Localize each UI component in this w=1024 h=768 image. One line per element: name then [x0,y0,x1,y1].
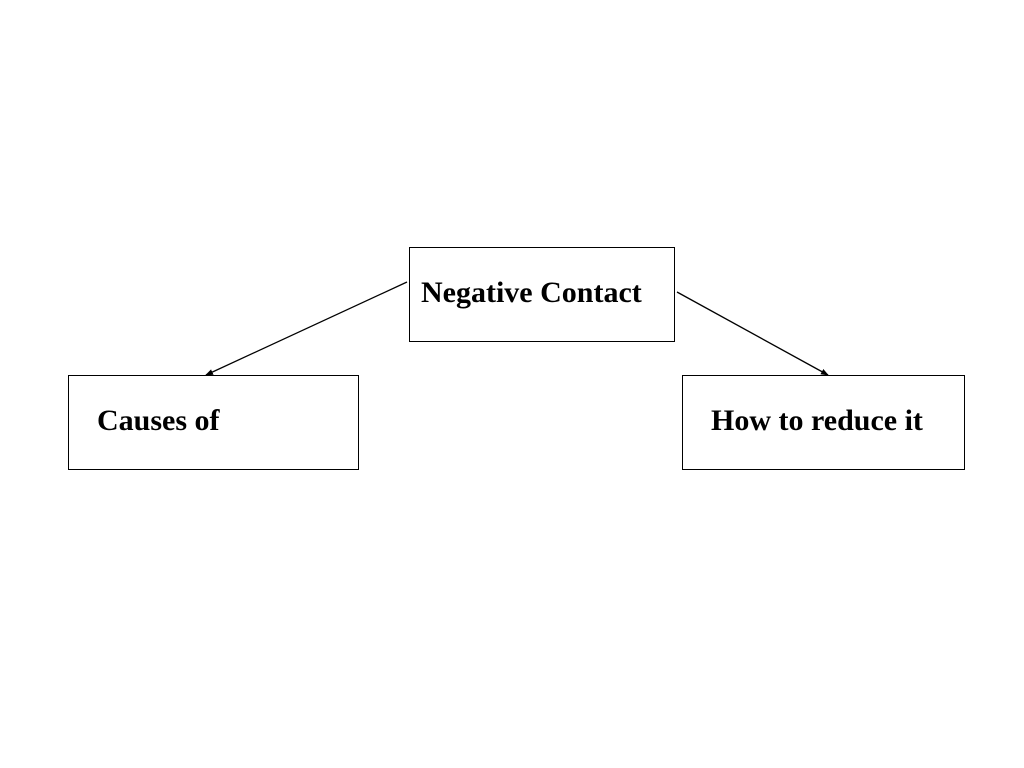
reduce-node-label: How to reduce it [711,404,923,437]
causes-node-box: Causes of [68,375,359,470]
arrow-to-causes [205,281,408,376]
arrow-to-reduce [676,291,829,376]
reduce-node-box: How to reduce it [682,375,965,470]
root-node-box: Negative Contact [409,247,675,342]
root-node-label: Negative Contact [421,276,642,309]
causes-node-label: Causes of [97,404,220,437]
